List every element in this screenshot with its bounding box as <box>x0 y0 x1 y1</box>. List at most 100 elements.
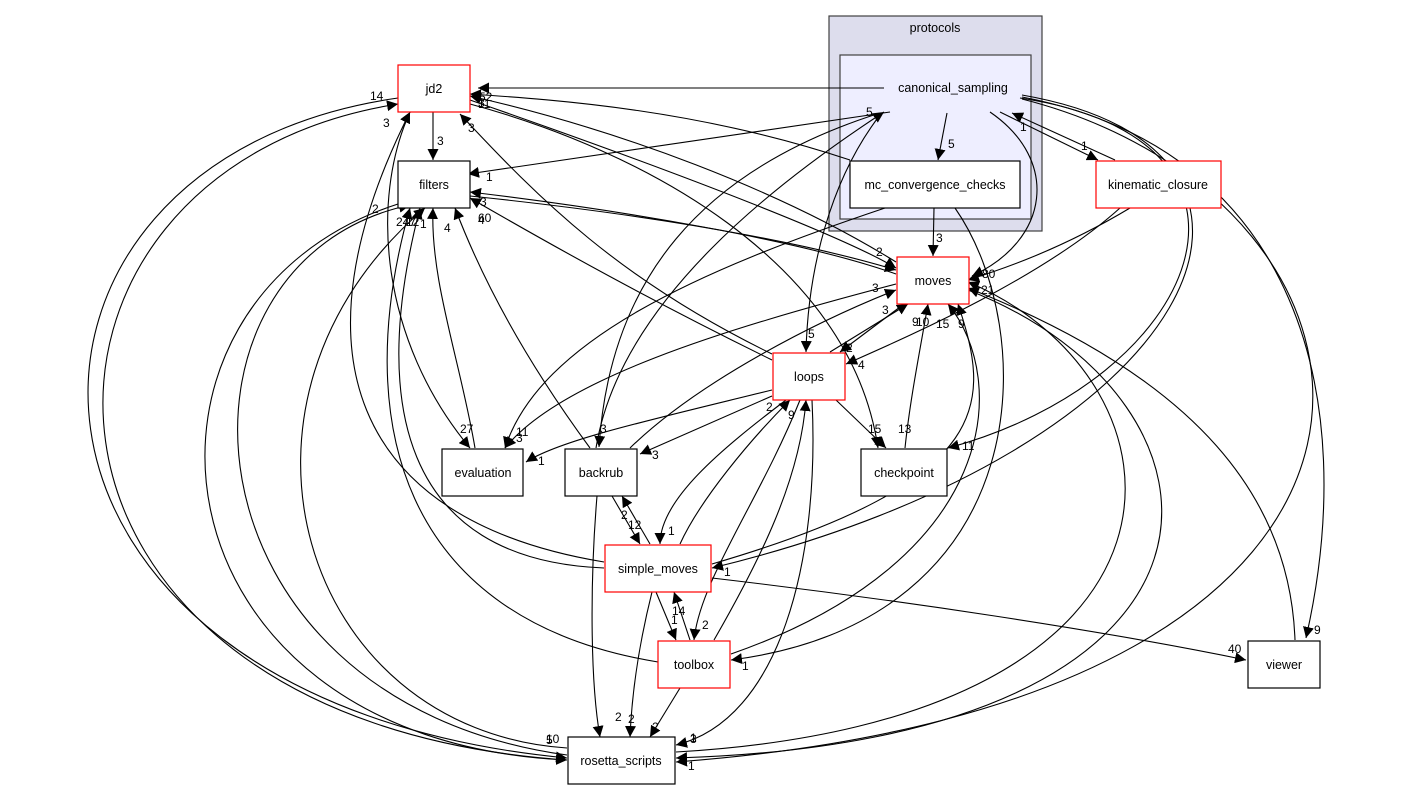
node-simple-moves[interactable]: simple_moves <box>604 544 712 593</box>
edge-toolbox-filters[interactable] <box>386 207 659 663</box>
edge-loops-filters[interactable] <box>469 197 773 361</box>
edge-mc-convergence-checks-evaluation[interactable] <box>503 207 886 449</box>
edge-label: 247 <box>396 215 416 229</box>
node-loops[interactable]: loops <box>772 352 846 401</box>
edge-moves-rosetta-scripts[interactable] <box>675 289 1163 764</box>
edge-label: 14 <box>370 89 384 103</box>
edge-toolbox-simple-moves[interactable] <box>672 591 691 641</box>
edge-kinematic-closure-canonical-sampling[interactable] <box>1011 112 1116 161</box>
node-moves-label: moves <box>915 274 952 288</box>
node-mc-convergence-checks[interactable]: mc_convergence_checks <box>849 160 1021 209</box>
edge-loops-simple-moves[interactable] <box>654 399 787 545</box>
node-kinematic-closure-label: kinematic_closure <box>1108 178 1208 192</box>
edge-simple-moves-filters[interactable] <box>398 207 605 569</box>
node-toolbox[interactable]: toolbox <box>657 640 731 689</box>
edge-label: 3 <box>872 281 879 295</box>
edge-label: 3 <box>652 448 659 462</box>
edge-label: 5 <box>948 137 955 151</box>
edge-label: 1 <box>671 613 678 627</box>
edge-label: 2 <box>766 400 773 414</box>
edge-jd2-rosetta-scripts[interactable] <box>87 97 568 763</box>
edge-kinematic-closure-moves[interactable] <box>967 207 1131 282</box>
edge-viewer-moves[interactable] <box>967 286 1296 641</box>
node-checkpoint[interactable]: checkpoint <box>860 448 948 497</box>
edge-rosetta-scripts-filters[interactable] <box>237 201 568 756</box>
edge-jd2-checkpoint[interactable] <box>469 103 882 449</box>
edge-moves-loops[interactable] <box>839 303 905 353</box>
edge-rosetta-scripts-moves[interactable] <box>675 281 1126 753</box>
edge-toolbox-rosetta-scripts[interactable] <box>649 687 681 738</box>
edge-rosetta-scripts-jd2[interactable] <box>102 100 568 761</box>
edge-label: 14 <box>672 604 686 618</box>
edge-rosetta-scripts-filters-2[interactable] <box>300 207 568 749</box>
edge-simple-moves-jd2[interactable] <box>349 111 605 563</box>
edge-evaluation-filters[interactable] <box>427 207 476 449</box>
edge-backrub-simple-moves[interactable] <box>611 495 641 545</box>
edge-label: 1 <box>688 759 695 773</box>
edge-loops-rosetta-scripts[interactable] <box>675 399 814 748</box>
node-viewer[interactable]: viewer <box>1247 640 1321 689</box>
edge-mc-convergence-checks-jd2[interactable] <box>469 89 851 161</box>
edge-canonical-sampling-moves[interactable] <box>971 111 1038 277</box>
edge-simple-moves-viewer[interactable] <box>711 577 1247 664</box>
edge-simple-moves-moves[interactable] <box>711 303 975 565</box>
edge-label: 2 <box>615 710 622 724</box>
edge-simple-moves-rosetta-scripts[interactable] <box>624 591 653 738</box>
edge-mc-convergence-checks-moves[interactable] <box>927 207 939 257</box>
edge-label: 60 <box>478 211 492 225</box>
edge-canonical-sampling-loops[interactable] <box>800 114 881 353</box>
node-jd2[interactable]: jd2 <box>397 64 471 113</box>
node-viewer-label: viewer <box>1266 658 1302 672</box>
edge-canonical-sampling-viewer[interactable] <box>1021 96 1325 639</box>
node-rosetta-scripts[interactable]: rosetta_scripts <box>567 736 676 785</box>
edge-label: 9 <box>1314 623 1321 637</box>
cluster-protocols-label: protocols <box>910 21 961 35</box>
edge-canonical-sampling-backrub[interactable] <box>594 112 881 448</box>
edge-loops-moves[interactable] <box>829 303 909 353</box>
edge-moves-filters[interactable] <box>469 187 897 275</box>
edge-backrub-loops-2[interactable] <box>595 111 885 449</box>
edge-loops-toolbox[interactable] <box>689 399 801 641</box>
edge-label: 10 <box>546 732 560 746</box>
edge-label: 10 <box>916 315 930 329</box>
node-jd2-label: jd2 <box>425 82 443 96</box>
edge-label: 1 <box>690 731 697 745</box>
edge-simple-moves-toolbox[interactable] <box>655 591 677 641</box>
edge-toolbox-loops[interactable] <box>713 399 811 641</box>
edge-simple-moves-loops[interactable] <box>679 399 791 545</box>
edge-toolbox-moves[interactable] <box>730 303 980 655</box>
node-moves[interactable]: moves <box>896 256 970 305</box>
edge-simple-moves-backrub[interactable] <box>621 495 651 545</box>
edge-backrub-moves[interactable] <box>629 288 897 449</box>
node-kinematic-closure[interactable]: kinematic_closure <box>1095 160 1222 209</box>
edge-label: 12 <box>406 215 420 229</box>
node-checkpoint-label: checkpoint <box>874 466 934 480</box>
edge-mc-convergence-checks-toolbox[interactable] <box>730 207 1004 665</box>
edge-canonical-sampling-checkpoint[interactable] <box>947 97 1190 451</box>
edge-checkpoint-moves[interactable] <box>904 303 932 449</box>
node-backrub[interactable]: backrub <box>564 448 638 497</box>
edge-jd2-evaluation[interactable] <box>387 111 471 449</box>
node-evaluation[interactable]: evaluation <box>441 448 524 497</box>
edge-loops-backrub[interactable] <box>639 395 773 455</box>
edge-filters-rosetta-scripts[interactable] <box>204 203 568 765</box>
edge-loops-jd2[interactable] <box>459 113 773 355</box>
edge-canonical-sampling-mc-convergence-checks[interactable] <box>934 112 948 161</box>
edge-loops-evaluation[interactable] <box>525 389 773 463</box>
edge-kinematic-closure-loops[interactable] <box>845 207 1121 365</box>
edge-moves-jd2[interactable] <box>469 93 897 263</box>
edge-label: 3 <box>516 431 523 445</box>
edge-label: 11 <box>478 97 491 111</box>
edge-canonical-sampling-filters[interactable] <box>467 111 891 178</box>
edge-loops-checkpoint[interactable] <box>835 399 887 449</box>
edge-label: 1 <box>486 170 493 184</box>
edge-backrub-filters[interactable] <box>453 207 591 449</box>
edge-jd2-moves[interactable] <box>469 99 897 269</box>
node-rosetta-scripts-label: rosetta_scripts <box>580 754 661 768</box>
edge-backrub-rosetta-scripts[interactable] <box>591 495 604 738</box>
node-mc-convergence-checks-label: mc_convergence_checks <box>864 178 1005 192</box>
edge-label: 3 <box>690 732 697 746</box>
node-filters[interactable]: filters <box>397 160 471 209</box>
edge-label: 11 <box>962 439 975 453</box>
edge-moves-evaluation[interactable] <box>504 283 897 449</box>
